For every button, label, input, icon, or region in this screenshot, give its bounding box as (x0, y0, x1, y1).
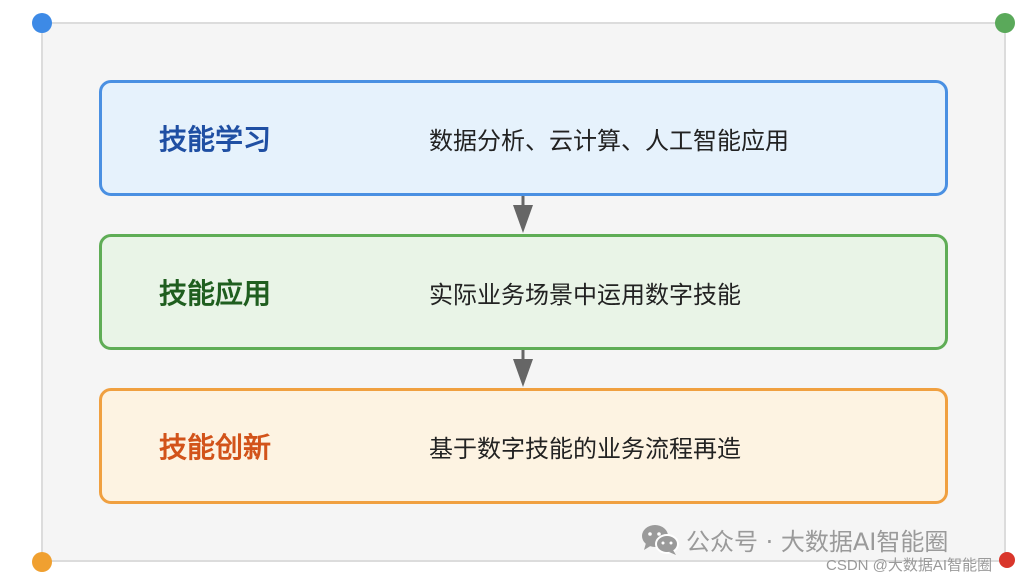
wechat-icon (642, 524, 679, 555)
corner-dot-top-right (995, 13, 1015, 33)
watermark-text: 公众号 · 大数据AI智能圈 (686, 528, 949, 556)
step-description: 数据分析、云计算、人工智能应用 (429, 126, 789, 155)
corner-dot-top-left (32, 13, 52, 33)
step-description: 实际业务场景中运用数字技能 (429, 280, 741, 309)
csdn-badge-icon (999, 552, 1015, 568)
csdn-watermark: CSDN @大数据AI智能圈 (826, 557, 993, 574)
step-box-skill-learning: 技能学习 数据分析、云计算、人工智能应用 (99, 80, 948, 196)
step-box-skill-innovation: 技能创新 基于数字技能的业务流程再造 (99, 388, 948, 504)
watermark: 公众号 · 大数据AI智能圈 (640, 522, 948, 557)
corner-dot-bottom-left (32, 552, 52, 572)
step-title: 技能创新 (159, 431, 272, 464)
step-title: 技能应用 (159, 277, 272, 310)
step-description: 基于数字技能的业务流程再造 (429, 434, 741, 463)
step-title: 技能学习 (159, 123, 272, 156)
step-box-skill-application: 技能应用 实际业务场景中运用数字技能 (99, 234, 948, 350)
